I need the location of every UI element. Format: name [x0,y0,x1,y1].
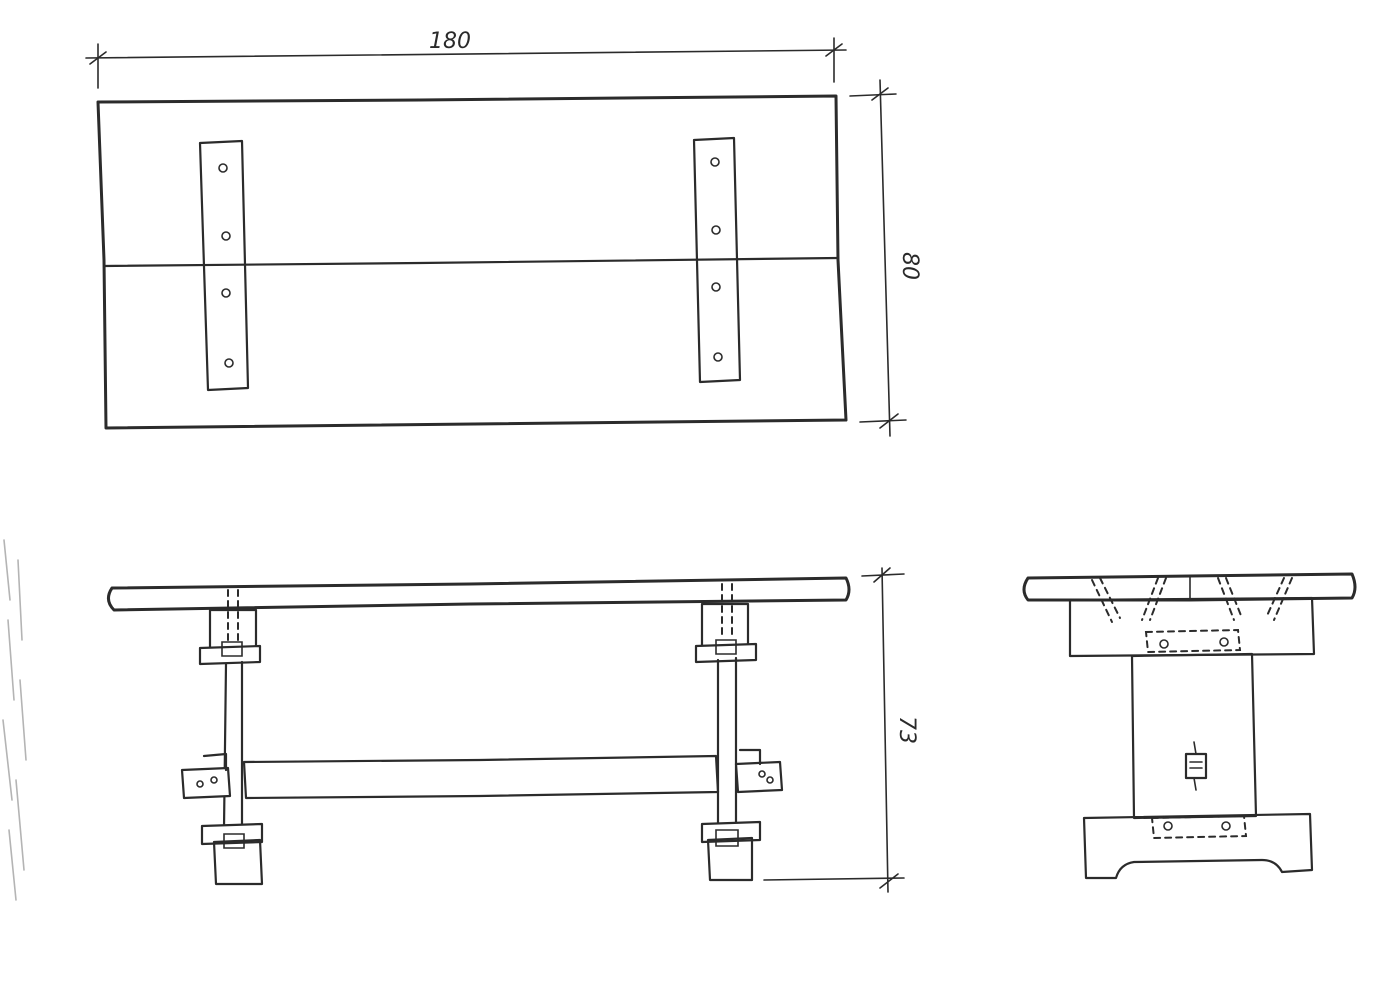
side-view [1022,572,1357,880]
batten-left-hole-4 [224,358,234,368]
dimension-width: 80 [849,79,922,437]
batten-right-hole-2 [711,225,721,235]
side-view-top-rail [1068,596,1316,658]
batten-right-hole-1 [710,157,720,167]
side-view-tabletop [1022,572,1357,602]
dimension-length: 180 [85,29,847,89]
batten-left-hole-1 [218,163,228,173]
top-view-board-joint [102,256,840,268]
side-view-foot [1082,812,1314,880]
front-view-leg-right [694,583,762,882]
top-view: 180 80 [85,29,922,437]
batten-left-hole-2 [221,231,231,241]
batten-right-hole-3 [711,282,721,292]
dimension-height-label: 73 [894,716,919,744]
top-view-batten-right [692,136,742,384]
batten-left-hole-3 [221,288,231,298]
front-view-stretcher [180,748,784,800]
side-view-leg [1130,652,1258,820]
dimension-height: 73 [763,567,919,893]
batten-right-hole-4 [713,352,723,362]
front-view: 73 [107,567,919,893]
margin-scratches [2,539,27,901]
dimension-length-label: 180 [429,29,471,54]
front-view-tabletop [107,576,851,612]
top-view-tabletop [96,94,848,430]
dimension-width-label: 80 [897,252,922,280]
front-view-leg-left [198,589,264,886]
top-view-batten-left [198,139,250,392]
